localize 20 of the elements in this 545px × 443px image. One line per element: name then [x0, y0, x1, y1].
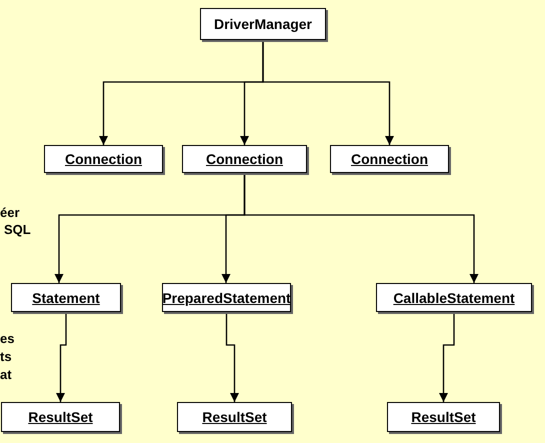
- class-box: Connection: [182, 145, 307, 173]
- note-text: SQL: [4, 222, 31, 237]
- note-text: ts: [0, 349, 12, 364]
- arrow: [438, 312, 455, 402]
- arrow: [262, 40, 394, 145]
- arrow: [244, 173, 479, 283]
- class-box: DriverManager: [200, 8, 326, 40]
- class-box: Connection: [44, 145, 163, 173]
- class-box: Connection: [330, 145, 449, 173]
- class-box: ResultSet: [177, 402, 292, 432]
- note-text: es: [0, 331, 14, 346]
- class-box: PreparedStatement: [162, 283, 291, 312]
- arrow: [56, 312, 67, 402]
- class-box: Statement: [11, 283, 121, 312]
- class-box: ResultSet: [1, 402, 120, 432]
- class-box: CallableStatement: [376, 283, 532, 312]
- note-text: at: [0, 367, 12, 382]
- arrow: [226, 312, 240, 402]
- note-text: éer: [0, 205, 20, 220]
- class-box: ResultSet: [387, 402, 500, 432]
